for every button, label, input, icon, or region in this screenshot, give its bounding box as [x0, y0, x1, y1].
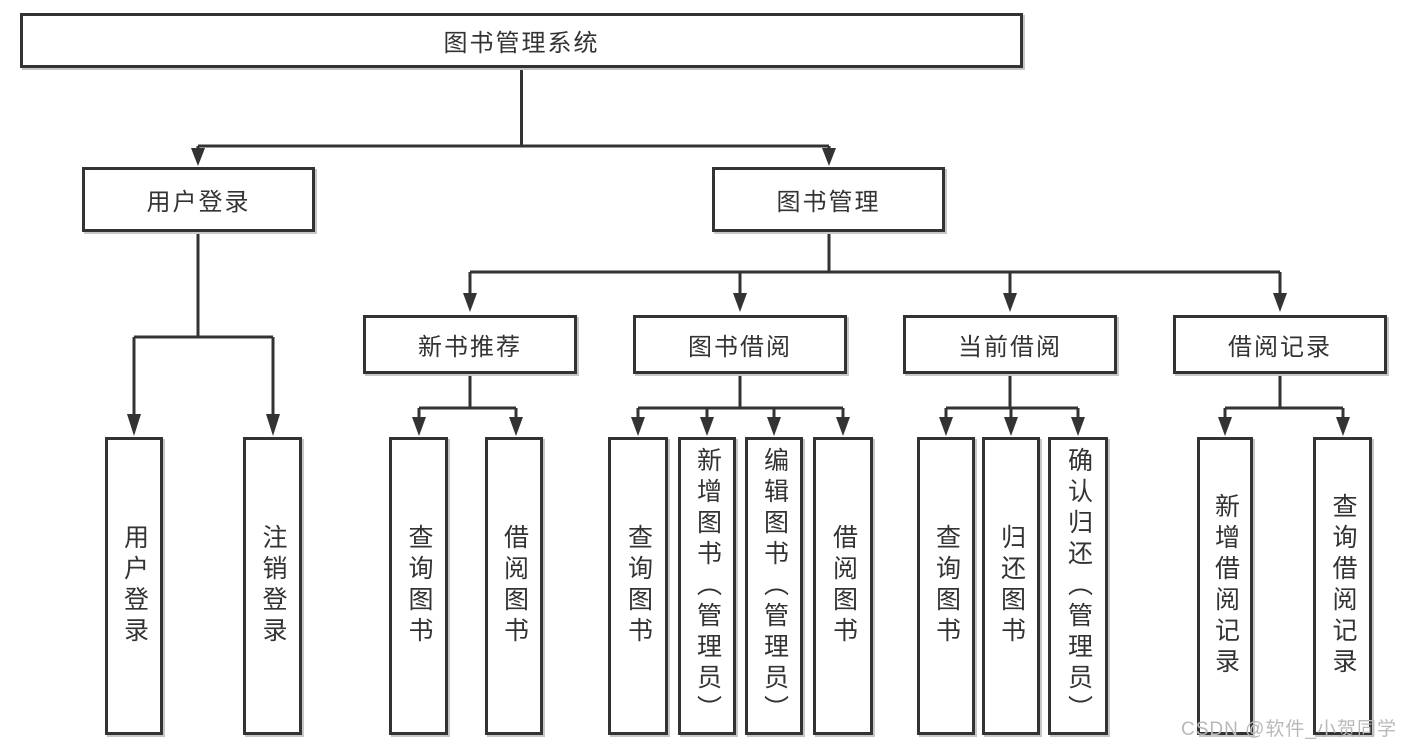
leaf-query-books-current: 查询图书	[917, 437, 975, 735]
leaf-add-books-admin: 新增图书（管理员）	[678, 437, 736, 735]
leaf-logout: 注销登录	[243, 437, 302, 735]
leaf-add-books-admin-label: 新增图书（管理员）	[693, 446, 722, 726]
csdn-watermark: CSDN @软件_小贺同学	[1181, 719, 1397, 740]
leaf-query-books-recommend-label: 查询图书	[405, 524, 433, 648]
leaf-borrow-books-borrowing-label: 借阅图书	[829, 524, 858, 648]
node-new-book-recommend: 新书推荐	[363, 315, 577, 374]
leaf-confirm-return-admin-label: 确认归还（管理员）	[1064, 446, 1093, 726]
leaf-query-books-borrowing-label: 查询图书	[624, 524, 653, 648]
node-book-management-branch: 图书管理	[712, 167, 945, 232]
leaf-query-books-recommend: 查询图书	[389, 437, 448, 735]
leaf-add-borrow-record: 新增借阅记录	[1197, 437, 1253, 735]
leaf-edit-books-admin-label: 编辑图书（管理员）	[760, 446, 789, 726]
leaf-query-borrow-record: 查询借阅记录	[1313, 437, 1372, 735]
node-book-borrowing: 图书借阅	[633, 315, 847, 374]
leaf-logout-label: 注销登录	[259, 524, 287, 648]
leaf-confirm-return-admin: 确认归还（管理员）	[1048, 437, 1108, 735]
leaf-query-borrow-record-label: 查询借阅记录	[1329, 493, 1357, 679]
leaf-return-books-label: 归还图书	[997, 524, 1026, 648]
leaf-user-login-label: 用户登录	[120, 524, 149, 648]
node-root-system: 图书管理系统	[20, 13, 1023, 68]
leaf-borrow-books-recommend-label: 借阅图书	[500, 524, 529, 648]
leaf-borrow-books-borrowing: 借阅图书	[813, 437, 873, 735]
node-current-borrowing: 当前借阅	[903, 315, 1117, 374]
leaf-query-books-current-label: 查询图书	[932, 524, 961, 648]
node-user-login-branch: 用户登录	[82, 167, 315, 232]
leaf-user-login: 用户登录	[105, 437, 163, 735]
leaf-return-books: 归还图书	[982, 437, 1040, 735]
leaf-query-books-borrowing: 查询图书	[608, 437, 668, 735]
arrowheads	[127, 148, 1350, 436]
leaf-add-borrow-record-label: 新增借阅记录	[1211, 493, 1240, 679]
node-borrowing-records: 借阅记录	[1173, 315, 1387, 374]
leaf-edit-books-admin: 编辑图书（管理员）	[745, 437, 803, 735]
leaf-borrow-books-recommend: 借阅图书	[485, 437, 543, 735]
